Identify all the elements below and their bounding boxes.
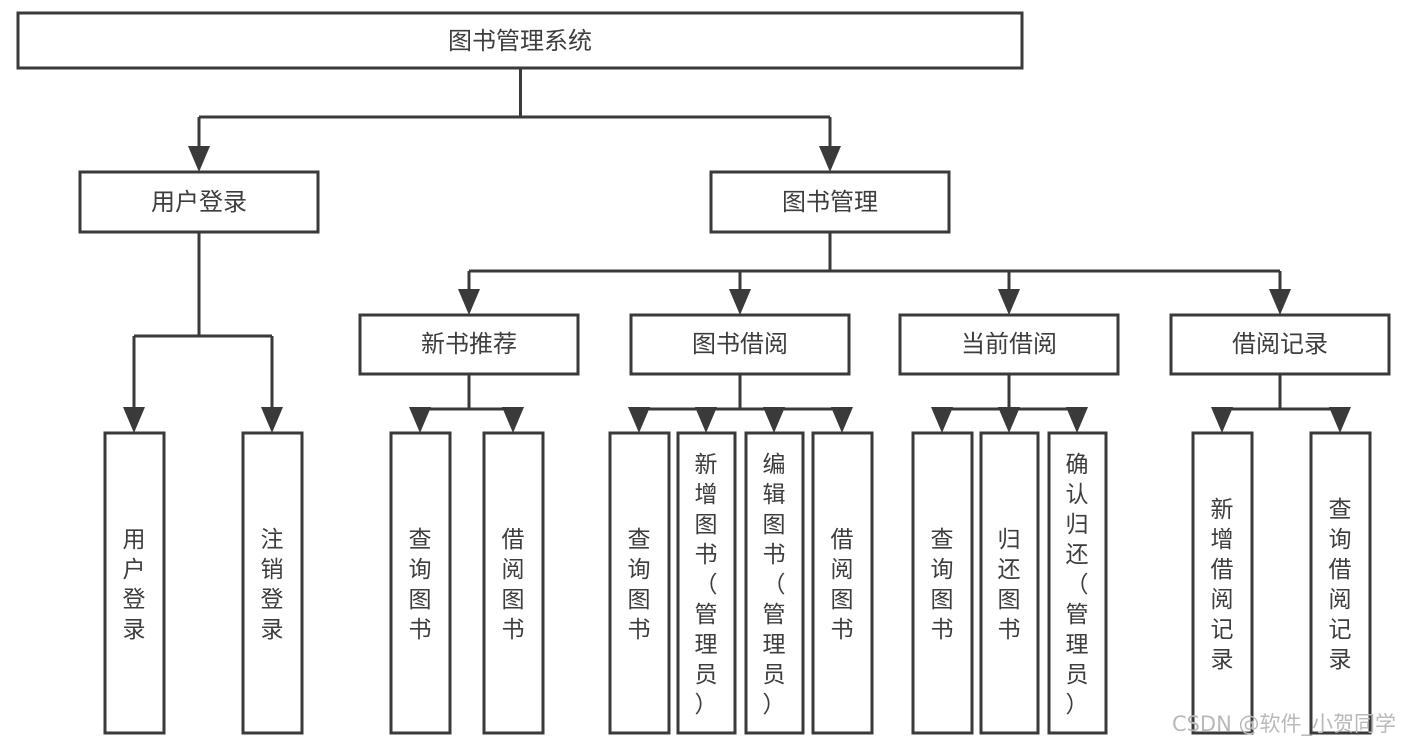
watermark-label: CSDN @软件_小贺同学 [1172,712,1396,737]
leaf-new-book-1[interactable]: 借阅图书 [482,431,545,735]
leaf-borrow-record-0-label: 新增借阅记录 [1211,497,1234,673]
node-user-login[interactable]: 用户登录 [78,170,320,234]
arrow-head-leaf-book-borrow-3 [831,407,853,433]
node-user-login-label: 用户登录 [151,188,247,216]
leaf-current-borrow-1[interactable]: 归还图书 [979,431,1040,735]
node-user-login-box[interactable] [78,170,320,234]
arrow-head-leaf-current-borrow-0 [931,407,953,433]
arrow-head-leaf-current-borrow-1 [998,407,1020,433]
node-book-management-label: 图书管理 [782,188,878,216]
leaf-user-login-1[interactable]: 注销登录 [241,431,304,735]
arrow-head-leaf-borrow-record-0 [1211,407,1233,433]
leaf-borrow-record-0[interactable]: 新增借阅记录 [1191,431,1254,735]
node-current-borrow-label: 当前借阅 [961,330,1057,358]
arrow-head-leaf-user-login-1 [261,407,283,433]
leaf-user-login-0[interactable]: 用户登录 [103,431,166,735]
leaf-current-borrow-0-label: 查询图书 [931,527,954,643]
arrow-head-l3-2 [998,289,1020,315]
leaf-book-borrow-2-label: 编辑图书（管理员） [763,452,786,718]
node-book-borrow-label: 图书借阅 [692,330,788,358]
arrow-head-l3-1 [729,289,751,315]
leaf-book-borrow-0-label: 查询图书 [628,527,651,643]
leaf-book-borrow-1-label: 新增图书（管理员） [695,452,718,718]
connector-layer [123,68,1351,433]
leaf-book-borrow-3-box[interactable] [811,431,874,735]
leaf-book-borrow-0-box[interactable] [608,431,671,735]
arrow-head-l3-0 [458,289,480,315]
leaf-current-borrow-0[interactable]: 查询图书 [911,431,974,735]
arrow-head-leaf-new-book-0 [409,407,431,433]
leaf-new-book-0-label: 查询图书 [409,527,432,643]
node-current-borrow[interactable]: 当前借阅 [898,313,1120,376]
leaf-book-borrow-0[interactable]: 查询图书 [608,431,671,735]
leaf-book-borrow-2[interactable]: 编辑图书（管理员） [744,431,805,735]
leaf-current-borrow-1-label: 归还图书 [998,527,1021,643]
leaf-borrow-record-1[interactable]: 查询借阅记录 [1309,431,1372,735]
node-root-label: 图书管理系统 [448,27,592,55]
node-root-box[interactable] [16,11,1024,70]
arrow-head-l3-3 [1269,289,1291,315]
node-borrow-record[interactable]: 借阅记录 [1169,313,1391,376]
leaf-current-borrow-0-box[interactable] [911,431,974,735]
arrow-head-leaf-borrow-record-1 [1329,407,1351,433]
leaf-user-login-1-box[interactable] [241,431,304,735]
leaf-user-login-1-label: 注销登录 [261,527,284,643]
leaf-borrow-record-1-label: 查询借阅记录 [1329,497,1352,673]
leaf-new-book-1-label: 借阅图书 [502,527,525,643]
node-book-management-box[interactable] [709,170,951,234]
leaf-user-login-0-box[interactable] [103,431,166,735]
arrow-head-leaf-user-login-0 [123,407,145,433]
leaf-new-book-0-box[interactable] [389,431,452,735]
leaf-borrow-record-0-box[interactable] [1191,431,1254,735]
node-root[interactable]: 图书管理系统 [16,11,1024,70]
leaf-user-login-0-label: 用户登录 [123,527,146,643]
arrow-head-leaf-current-borrow-2 [1066,407,1088,433]
arrow-head-leaf-new-book-1 [502,407,524,433]
node-new-book-recommend[interactable]: 新书推荐 [358,313,580,376]
leaf-book-borrow-1-box[interactable] [676,431,737,735]
leaf-book-borrow-3-label: 借阅图书 [831,527,854,643]
leaf-new-book-0[interactable]: 查询图书 [389,431,452,735]
leaf-new-book-1-box[interactable] [482,431,545,735]
leaf-current-borrow-2[interactable]: 确认归还（管理员） [1047,431,1108,735]
arrow-head-book-mgmt [819,146,841,172]
arrow-head-leaf-book-borrow-0 [628,407,650,433]
node-book-management[interactable]: 图书管理 [709,170,951,234]
leaf-current-borrow-2-label: 确认归还（管理员） [1066,452,1089,718]
node-borrow-record-label: 借阅记录 [1232,330,1328,358]
node-current-borrow-box[interactable] [898,313,1120,376]
leaf-book-borrow-2-box[interactable] [744,431,805,735]
leaf-book-borrow-1[interactable]: 新增图书（管理员） [676,431,737,735]
arrow-head-leaf-book-borrow-1 [695,407,717,433]
node-book-borrow[interactable]: 图书借阅 [629,313,851,376]
arrow-head-leaf-book-borrow-2 [763,407,785,433]
leaf-borrow-record-1-box[interactable] [1309,431,1372,735]
node-book-borrow-box[interactable] [629,313,851,376]
leaf-book-borrow-3[interactable]: 借阅图书 [811,431,874,735]
arrow-head-user-login [188,146,210,172]
node-new-book-recommend-box[interactable] [358,313,580,376]
leaf-current-borrow-1-box[interactable] [979,431,1040,735]
node-borrow-record-box[interactable] [1169,313,1391,376]
leaf-current-borrow-2-box[interactable] [1047,431,1108,735]
node-new-book-recommend-label: 新书推荐 [421,330,517,358]
